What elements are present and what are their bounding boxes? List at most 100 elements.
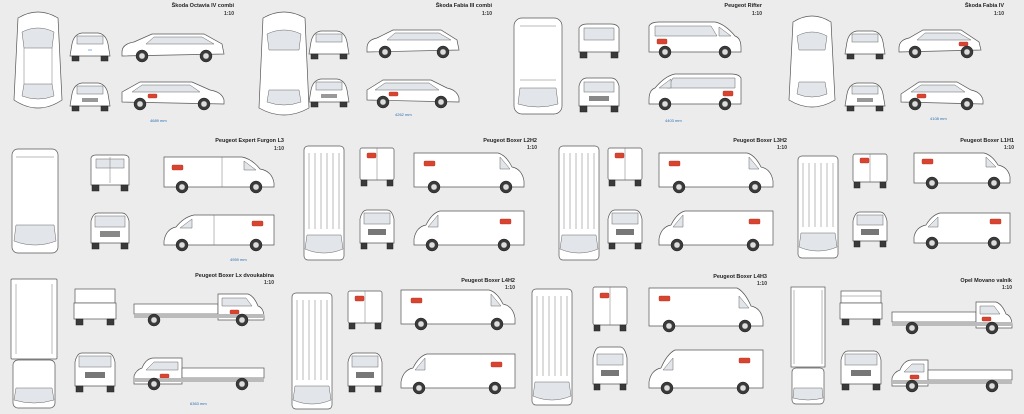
panel-fabia-iv: Škoda Fabia IV 1:10 4108 mm [775,0,1024,130]
panel-scale: 1:10 [223,11,234,17]
panel-expert: Peugeot Expert Furgon L3 1:10 4959 mm [0,135,290,265]
panel-boxer-l2h2: Peugeot Boxer L2H2 1:10 [295,135,545,265]
top-view-car [13,11,63,109]
rear-view-pickup [839,290,883,326]
rear-view-van [359,147,395,187]
panel-boxer-l3h2: Peugeot Boxer L3H2 1:10 [550,135,795,265]
top-view-van [291,292,333,410]
top-view-van [513,17,563,115]
panel-scale: 1:10 [504,285,515,291]
panel-title: Peugeot Rifter [724,3,762,9]
top-view-van [558,145,600,261]
top-view-van [797,155,839,259]
panel-dimension: 6363 mm [190,401,207,406]
panel-boxer-double-cab: Peugeot Boxer Lx dvoukabina 1:10 6363 mm [0,270,280,411]
side-view-van-right [400,353,516,395]
panel-title: Škoda Fabia III combi [435,3,492,9]
side-view-van-right [413,210,525,252]
panel-scale: 1:10 [481,11,492,17]
rear-view-car [844,30,886,60]
panel-title: Peugeot Boxer L2H2 [483,138,537,144]
panel-fabia-combi: Škoda Fabia III combi 1:10 4262 mm [245,0,500,130]
side-view-pickup-right [133,357,265,391]
top-view-pickup [10,278,58,409]
front-view-van [607,209,643,250]
panel-title: Opel Movano valník [960,278,1012,284]
side-view-pickup-right [891,359,1013,393]
front-view-van [359,209,395,250]
panel-dimension: 4959 mm [230,257,247,262]
rear-view-car [69,32,111,62]
panel-scale: 1:10 [751,11,762,17]
side-view-van-left [400,289,516,331]
panel-scale: 1:10 [1003,145,1014,151]
side-view-van-right [658,210,774,252]
panel-dimension: 4108 mm [930,116,947,121]
top-view-van [303,145,345,261]
front-view-van [347,352,383,393]
panel-title: Peugeot Boxer L1H1 [960,138,1014,144]
rear-view-van [592,286,628,332]
panel-scale: 1:10 [526,145,537,151]
front-view-van [578,77,620,113]
side-view-pickup-left [891,301,1013,335]
side-view-estate-left [366,29,460,59]
panel-scale: 1:10 [1001,285,1012,291]
side-view-estate-left [121,33,225,63]
panel-boxer-l4h2: Peugeot Boxer L4H2 1:10 [285,270,525,411]
front-view-van [852,211,888,248]
panel-title: Peugeot Boxer Lx dvoukabina [195,273,274,279]
panel-boxer-l1h1: Peugeot Boxer L1H1 1:10 [795,135,1024,265]
panel-dimension: 4403 mm [665,118,682,123]
rear-view-van [852,153,888,189]
panel-title: Škoda Fabia IV [964,3,1004,9]
side-view-van-right [648,349,764,395]
panel-scale: 1:10 [756,281,767,287]
side-view-van-left [913,152,1011,190]
side-view-van-left [413,152,525,194]
top-view-pickup [790,286,826,405]
side-view-van-left [648,287,764,333]
panel-title: Peugeot Boxer L4H3 [713,274,767,280]
panel-title: Škoda Octavia IV combi [171,3,234,9]
front-view-car [69,82,111,112]
side-view-estate-right [366,79,460,109]
side-view-van-right [913,212,1011,250]
panel-scale: 1:10 [993,11,1004,17]
top-view-van [531,288,573,406]
front-view-van [90,212,130,250]
side-view-van-left [658,152,774,194]
panel-movano-valnik: Opel Movano valník 1:10 [780,270,1024,411]
front-view-pickup [74,352,116,393]
rear-view-van [90,154,130,192]
panel-octavia: Škoda Octavia IV combi 1:10 4689 mm [0,0,240,130]
side-view-estate-right [121,81,225,111]
side-view-van-right [163,214,275,252]
side-view-hatch-left [898,29,982,59]
panel-boxer-l4h3: Peugeot Boxer L4H3 1:10 [525,270,775,411]
rear-view-car [308,30,350,60]
front-view-van [592,346,628,391]
panel-scale: 1:10 [776,145,787,151]
panel-rifter: Peugeot Rifter 1:10 4403 mm [505,0,770,130]
front-view-car [844,82,886,112]
side-view-van-left [648,21,742,59]
panel-dimension: 4262 mm [395,112,412,117]
rear-view-van [347,290,383,330]
side-view-pickup-left [133,293,265,327]
front-view-pickup [840,350,882,391]
panel-scale: 1:10 [273,146,284,152]
side-view-van-left [163,156,275,194]
front-view-car [308,78,350,108]
panel-title: Peugeot Boxer L3H2 [733,138,787,144]
rear-view-van [578,23,620,59]
panel-scale: 1:10 [263,280,274,286]
side-view-van-right [648,73,742,111]
top-view-van [11,148,59,254]
top-view-car [258,11,310,116]
side-view-hatch-right [900,81,984,111]
top-view-car [788,15,836,108]
rear-view-pickup [73,288,117,326]
rear-view-van [607,147,643,187]
